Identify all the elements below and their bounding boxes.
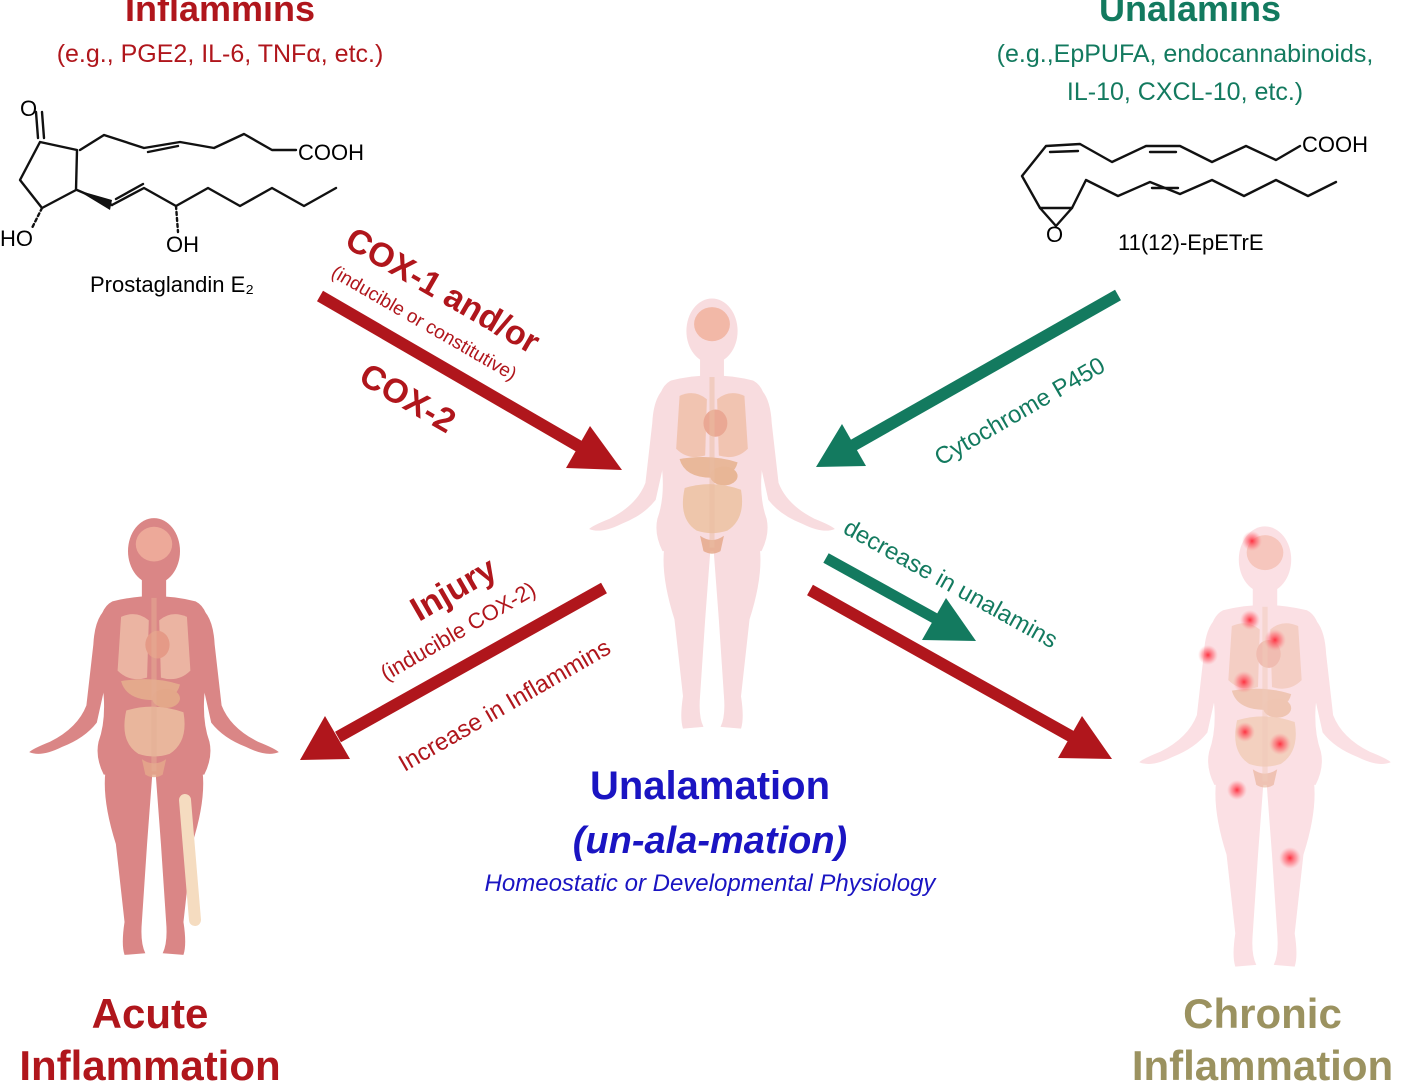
inflammation-spot-pelvis (1235, 722, 1255, 742)
acute-label-line1: Acute (91, 990, 209, 1037)
epetre-epoxide-label: O (1046, 222, 1064, 247)
unalamins-examples-line1: (e.g.,EpPUFA, endocannabinoids, (996, 40, 1374, 68)
unalamation-pronunciation: (un-ala-mation) (572, 820, 848, 862)
arrow-center-to-acute (300, 582, 607, 760)
chronic-body (1139, 526, 1391, 967)
acute-body (29, 518, 279, 955)
arrow-cox-to-center (316, 290, 622, 470)
inflammation-spot-head (1242, 531, 1262, 551)
inflammins-examples: (e.g., PGE2, IL-6, TNFα, etc.) (56, 40, 384, 68)
pge2-oh-label: OH (166, 232, 199, 257)
inflammation-spot-knee (1279, 847, 1301, 869)
inflammation-spot-thigh (1227, 780, 1247, 800)
arrow-decrease-unalamins (823, 553, 976, 641)
homeostatic-body (589, 298, 835, 729)
unalamation-subtitle: Homeostatic or Developmental Physiology (484, 870, 936, 897)
inflammation-spot-arm (1198, 645, 1218, 665)
epetre-structure (1020, 142, 1338, 228)
acute-label-line2: Inflammation (19, 1042, 281, 1089)
pge2-ho-label: HO (0, 226, 33, 251)
arrow-center-to-chronic (807, 584, 1112, 759)
inflammins-title: Inflammins (124, 0, 316, 29)
pge2-name: Prostaglandin E₂ (90, 272, 254, 297)
unalamation-title: Unalamation (589, 764, 831, 808)
pge2-wedge (77, 190, 112, 210)
inflammation-spot-chest (1240, 610, 1260, 630)
chronic-label-line1: Chronic (1183, 990, 1342, 1037)
epetre-name: 11(12)-EpETrE (1118, 230, 1264, 255)
pge2-ketone-label: O (20, 96, 38, 121)
inflammation-spot-abdomen (1233, 671, 1255, 693)
unalamins-examples-line2: IL-10, CXCL-10, etc.) (1066, 78, 1304, 106)
inflammation-spot-hip (1269, 733, 1291, 755)
unalamins-title: Unalamins (1098, 0, 1282, 29)
chronic-label-line2: Inflammation (1131, 1042, 1394, 1089)
epetre-cooh-label: COOH (1302, 132, 1368, 157)
arrow-cyp-to-center (816, 289, 1121, 467)
pge2-cooh-label: COOH (298, 140, 364, 165)
pge2-structure (18, 110, 338, 234)
inflammation-spot-lung (1264, 629, 1286, 651)
